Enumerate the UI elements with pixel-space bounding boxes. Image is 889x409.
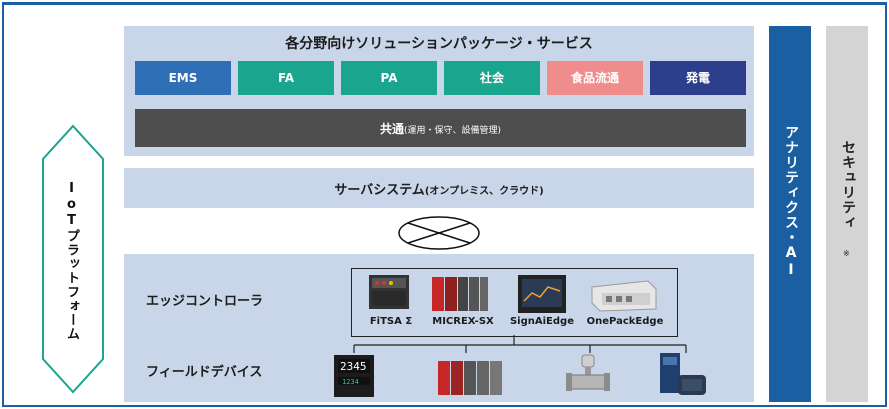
security-footnote-mark: ※	[843, 249, 850, 258]
onepackedge-device-image	[591, 280, 657, 312]
iot-platform-label: IoTプラットフォーム	[64, 181, 79, 341]
product-label-onepackedge: OnePackEdge	[586, 316, 664, 327]
field-connection-lines	[353, 335, 687, 353]
tile-food-distribution[interactable]: 食品流通	[547, 61, 643, 95]
server-label: サーバシステム(オンプレミス、クラウド)	[124, 179, 754, 198]
iot-platform-tag	[42, 124, 104, 394]
tile-fa[interactable]: FA	[238, 61, 334, 95]
server-sub-label: (オンプレミス、クラウド)	[424, 186, 544, 197]
analytics-ai-bar	[769, 26, 811, 402]
server-panel	[124, 168, 754, 208]
analytics-ai-label: アナリティクス・AI	[783, 125, 799, 279]
common-main-label: 共通	[379, 122, 404, 136]
temperature-controller-device-image: 2345 1234	[334, 355, 374, 397]
common-bar: 共通(運用・保守、設備管理)	[135, 109, 746, 147]
solutions-title: 各分野向けソリューションパッケージ・サービス	[285, 36, 593, 52]
server-main-label: サーバシステム	[334, 183, 425, 198]
network-router-icon	[398, 216, 480, 250]
product-label-fitsa: FiTSA Σ	[369, 316, 413, 327]
tile-ems[interactable]: EMS	[135, 61, 231, 95]
micrex-sx-device-image	[432, 277, 488, 311]
product-label-micrex-sx: MICREX-SX	[432, 316, 494, 327]
tile-power[interactable]: 発電	[650, 61, 746, 95]
flow-meter-device-image	[566, 354, 610, 391]
tile-society[interactable]: 社会	[444, 61, 540, 95]
field-device-label: フィールドデバイス	[146, 365, 263, 380]
product-label-signaiedge: SignAiEdge	[509, 316, 574, 327]
fitsa-device-image	[369, 275, 409, 309]
inverter-motor-device-image	[660, 353, 706, 395]
edge-controller-label: エッジコントローラ	[146, 294, 264, 309]
common-sub-label: (運用・保守、設備管理)	[403, 126, 502, 136]
security-bar	[826, 26, 868, 402]
tile-pa[interactable]: PA	[341, 61, 437, 95]
svg-text:1234: 1234	[342, 378, 359, 386]
svg-text:2345: 2345	[340, 360, 367, 373]
signaiedge-device-image	[518, 275, 566, 313]
plc-module-device-image	[438, 361, 502, 395]
security-label: セキュリティ	[840, 140, 856, 230]
